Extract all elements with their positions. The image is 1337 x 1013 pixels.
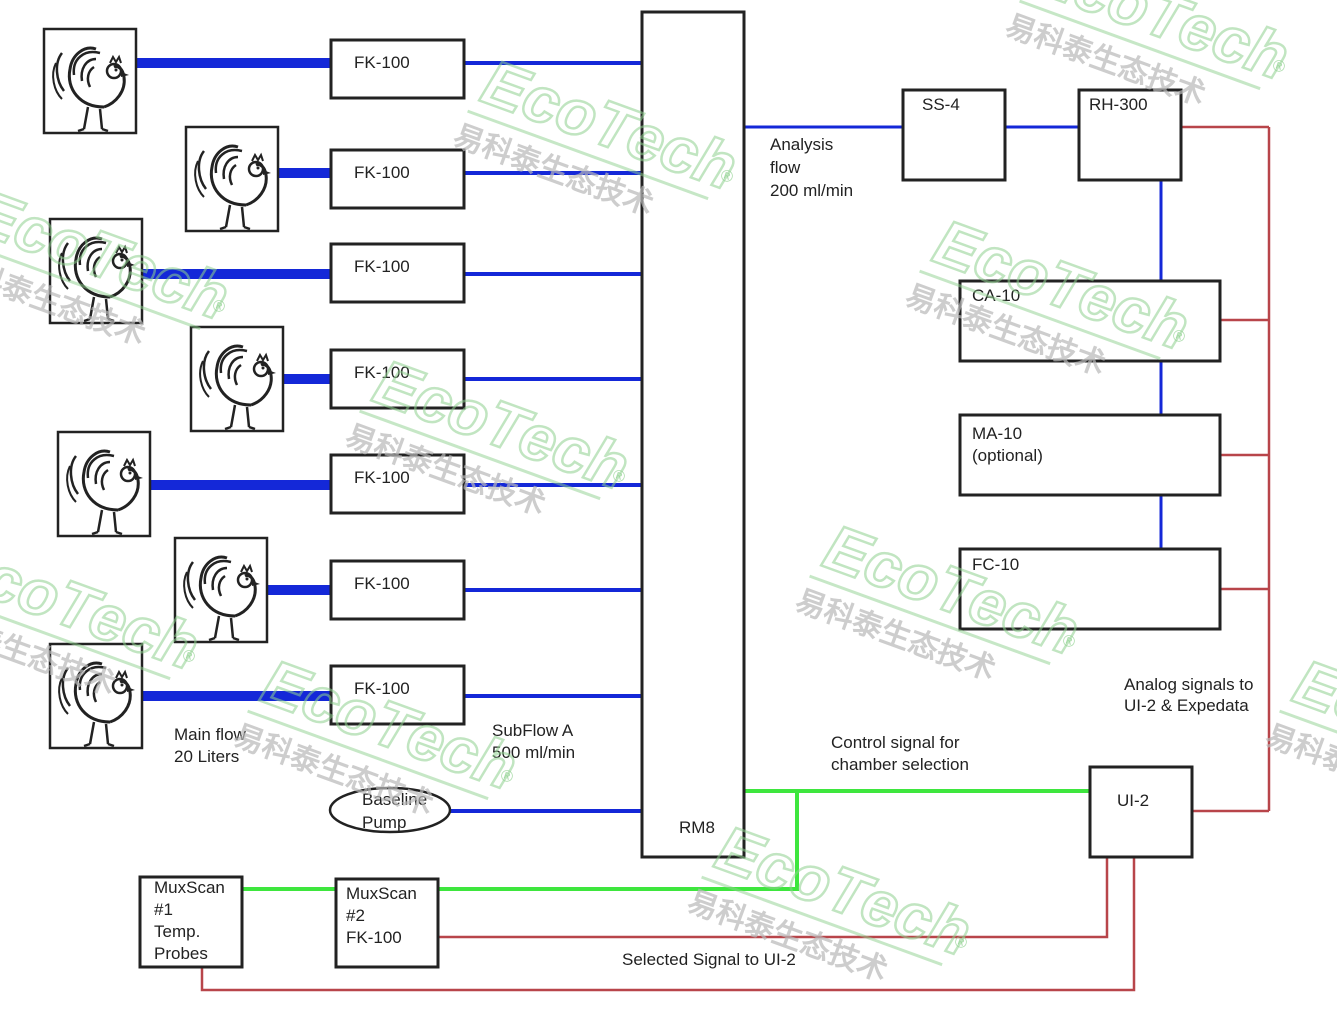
- watermark-reg: ®: [950, 931, 972, 954]
- ca10-box: [958, 279, 1222, 363]
- subflow-label-1: SubFlow A: [492, 721, 574, 740]
- watermark-4: EcoTech®易科泰生态技术: [791, 509, 1090, 688]
- analysis-flow-label-2: flow: [770, 158, 801, 177]
- analysis-flow-label-1: Analysis: [770, 135, 833, 154]
- ss4-box: [901, 88, 1007, 182]
- watermark-bar: [701, 875, 943, 967]
- watermark-reg: ®: [496, 765, 518, 788]
- muxscan1-line-3: Temp.: [154, 922, 200, 941]
- chicken-icon-1: [42, 27, 138, 135]
- control-signal-lines: [242, 789, 1090, 891]
- chicken-icon-4: [189, 325, 285, 433]
- chicken-icon-5: [56, 430, 152, 538]
- subflow-label-2: 500 ml/min: [492, 743, 575, 762]
- ui2-label: UI-2: [1117, 791, 1149, 810]
- selected-signal-line-2: [200, 857, 1136, 992]
- baseline-label-2: Pump: [362, 813, 406, 832]
- ca10-label: CA-10: [972, 286, 1020, 305]
- rm8-box: [640, 10, 746, 859]
- watermark-3: EcoTech®易科泰生态技术: [901, 204, 1200, 383]
- control-signal-label-1: Control signal for: [831, 733, 960, 752]
- fk100-box-6: [329, 559, 466, 621]
- fk100-box-1: [329, 38, 466, 100]
- watermark-bar: [247, 709, 489, 801]
- control-signal-label-2: chamber selection: [831, 755, 969, 774]
- muxscan2-labels: MuxScan #2FK-100: [346, 884, 417, 947]
- fk100-label-5: FK-100: [354, 468, 410, 487]
- analog-signal-lines: [200, 125, 1271, 992]
- muxscan1-box: [138, 875, 244, 969]
- watermark-bar: [809, 574, 1051, 666]
- analysis-flow-label-3: 200 ml/min: [770, 181, 853, 200]
- fk100-label-3: FK-100: [354, 257, 410, 276]
- selected-signal-line-1: [438, 857, 1109, 939]
- fk100-label-7: FK-100: [354, 679, 410, 698]
- watermark-bar: [1279, 709, 1337, 801]
- selected-signal-label: Selected Signal to UI-2: [622, 950, 796, 969]
- analog-signal-label-1: Analog signals to: [1124, 675, 1253, 694]
- watermark-2: EcoTech®易科泰生态技术: [341, 344, 640, 523]
- watermark-cn: 易科泰生态技术: [1261, 718, 1337, 823]
- rm8-label: RM8: [679, 818, 715, 837]
- muxscan2-line-3: FK-100: [346, 928, 402, 947]
- fk100-label-6: FK-100: [354, 574, 410, 593]
- analog-signal-label-2: UI-2 & Expedata: [1124, 696, 1249, 715]
- watermark-bar: [359, 409, 601, 501]
- fk100-box-5: [329, 453, 466, 515]
- watermark-reg: ®: [208, 295, 230, 318]
- muxscan2-line-1: MuxScan: [346, 884, 417, 903]
- muxscan2-box: [334, 877, 440, 969]
- ma10-box: [958, 413, 1222, 497]
- watermark-reg: ®: [1058, 630, 1080, 653]
- flow-meter-boxes: FK-100FK-100FK-100FK-100FK-100FK-100FK-1…: [329, 38, 466, 726]
- fk100-box-4: [329, 348, 466, 410]
- rh300-label: RH-300: [1089, 95, 1148, 114]
- fk100-box-7: [329, 664, 466, 726]
- watermark-10: EcoTech®易科泰生态技术: [1261, 644, 1337, 823]
- fk100-box-3: [329, 242, 466, 304]
- main-flow-label-1: Main flow: [174, 725, 247, 744]
- watermark-bar: [1019, 0, 1261, 91]
- watermark-bar: [919, 269, 1161, 361]
- watermark-reg: ®: [1268, 55, 1290, 78]
- watermark-bar: [467, 109, 709, 201]
- main-flow-label-2: 20 Liters: [174, 747, 239, 766]
- muxscan1-line-1: MuxScan: [154, 878, 225, 897]
- ss4-label: SS-4: [922, 95, 960, 114]
- watermark-bar: [0, 239, 201, 331]
- rh300-box: [1077, 88, 1183, 182]
- fk100-label-1: FK-100: [354, 53, 410, 72]
- fk100-label-4: FK-100: [354, 363, 410, 382]
- muxscan2-line-2: #2: [346, 906, 365, 925]
- muxscan1-line-4: Probes: [154, 944, 208, 963]
- ui2-box: [1088, 765, 1194, 859]
- fc10-label: FC-10: [972, 555, 1019, 574]
- watermark-reg: ®: [1168, 325, 1190, 348]
- air-flow-lines: [136, 58, 1163, 813]
- fk100-label-2: FK-100: [354, 163, 410, 182]
- baseline-pump: [328, 786, 452, 834]
- watermark-reg: ®: [178, 645, 200, 668]
- watermark-bar: [0, 589, 171, 681]
- baseline-label-1: Baseline: [362, 790, 427, 809]
- chicken-icon-2: [184, 125, 280, 233]
- fk100-box-2: [329, 148, 466, 210]
- watermark-reg: ®: [716, 165, 738, 188]
- watermark-6: EcoTech®易科泰生态技术: [683, 810, 982, 989]
- ma10-label: MA-10: [972, 424, 1022, 443]
- fc10-box: [958, 547, 1222, 631]
- ma10-optional-label: (optional): [972, 446, 1043, 465]
- muxscan1-line-2: #1: [154, 900, 173, 919]
- watermark-reg: ®: [608, 465, 630, 488]
- control-to-muxscan-line: [438, 791, 799, 891]
